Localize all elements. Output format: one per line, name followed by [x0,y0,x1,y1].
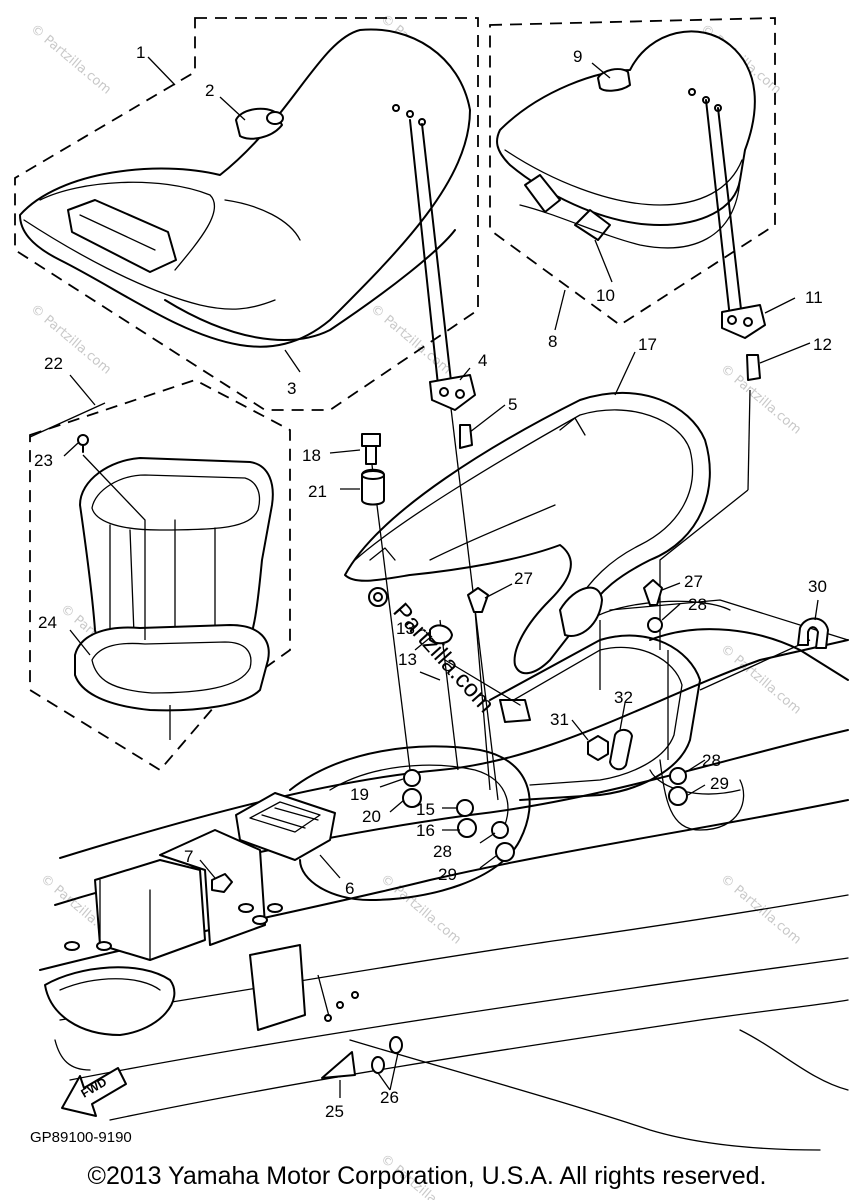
svg-text:© Partzilla.com: © Partzilla.com [27,22,113,98]
seat-1-group [14,17,479,411]
callout-26: 26 [380,1088,399,1107]
seat-1 [19,28,471,348]
callout-21: 21 [308,482,327,501]
callout-29b: 29 [710,774,729,793]
callout-13a: 13 [396,619,415,638]
seat-2-group [489,17,776,327]
svg-text:© Partzilla.com: © Partzilla.com [27,302,113,378]
callout-32: 32 [614,688,633,707]
svg-text:© Partzilla.com: © Partzilla.com [717,362,803,438]
callout-9: 9 [573,47,582,66]
callout-5: 5 [508,395,517,414]
callout-22: 22 [44,354,63,373]
callout-31: 31 [550,710,569,729]
callout-23: 23 [34,451,53,470]
callout-16: 16 [416,821,435,840]
diagram-code: GP89100-9190 [30,1129,132,1146]
deck-outline [39,599,849,1151]
callouts: 1 2 3 4 5 6 7 8 9 10 11 12 13 13 15 16 1… [29,43,832,1121]
callout-2: 2 [205,81,214,100]
callout-7: 7 [184,847,193,866]
box-gasket [74,624,270,712]
callout-6: 6 [345,879,354,898]
callout-3: 3 [287,379,296,398]
callout-17: 17 [638,335,657,354]
callout-1: 1 [136,43,145,62]
callout-20: 20 [362,807,381,826]
callout-28b: 28 [433,842,452,861]
svg-text:© Partzilla.com: © Partzilla.com [367,302,453,378]
fwd-arrow: FWD [61,1067,127,1117]
callout-10: 10 [596,286,615,305]
callout-8: 8 [548,332,557,351]
fastener-lines [169,99,811,1021]
callout-11: 11 [805,288,823,307]
callout-30: 30 [808,577,827,596]
callout-12: 12 [813,335,832,354]
callout-13b: 13 [398,650,417,669]
seat-base-cover [344,391,711,675]
callout-18: 18 [302,446,321,465]
callout-25: 25 [325,1102,344,1121]
copyright-notice: ©2013 Yamaha Motor Corporation, U.S.A. A… [87,1162,767,1190]
callout-24: 24 [38,613,57,632]
callout-4: 4 [478,351,487,370]
callout-29a: 29 [438,865,457,884]
callout-15: 15 [416,800,435,819]
callout-19: 19 [350,785,369,804]
callout-28c: 28 [702,751,721,770]
storage-box-group [29,379,291,772]
small-parts [211,304,829,1079]
callout-27b: 27 [684,572,703,591]
callout-28a: 28 [688,595,707,614]
callout-27a: 27 [514,569,533,588]
